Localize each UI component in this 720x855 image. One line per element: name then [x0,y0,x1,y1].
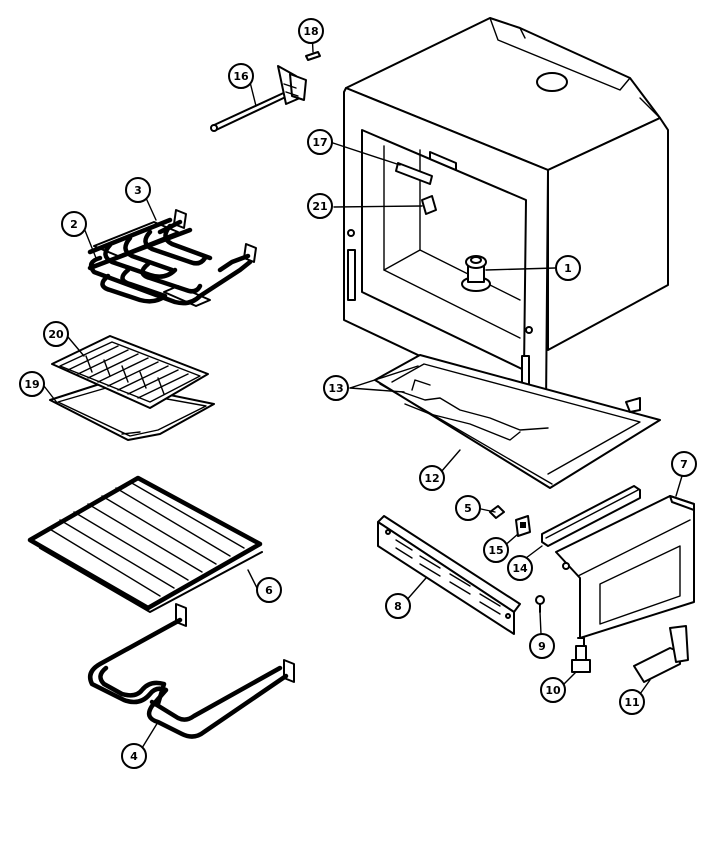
callout-4: 4 [121,743,147,769]
svg-text:11: 11 [624,696,639,709]
svg-text:6: 6 [265,584,273,597]
svg-text:9: 9 [538,640,546,653]
callout-15: 15 [483,537,509,563]
svg-text:15: 15 [488,544,503,557]
oven-rack [27,475,263,613]
svg-text:7: 7 [680,458,688,471]
svg-text:16: 16 [233,70,249,83]
callout-2: 2 [61,211,87,237]
callout-3: 3 [125,177,151,203]
callout-10: 10 [540,677,566,703]
svg-text:18: 18 [303,25,318,38]
svg-text:17: 17 [312,136,327,149]
thermostat-bracket [210,51,321,132]
svg-text:5: 5 [464,502,472,515]
svg-text:8: 8 [394,600,402,613]
callout-12: 12 [419,465,445,491]
screw-small [535,595,545,613]
callout-14: 14 [507,555,533,581]
callout-21: 21 [307,193,333,219]
callout-1: 1 [555,255,581,281]
oven-cavity [343,17,669,411]
callout-16: 16 [228,63,254,89]
callout-9: 9 [529,633,555,659]
callout-20: 20 [43,321,69,347]
support-rail [541,485,641,547]
svg-text:21: 21 [312,200,327,213]
svg-text:13: 13 [328,382,343,395]
svg-text:1: 1 [564,262,572,275]
callout-7: 7 [671,451,697,477]
callout-5: 5 [455,495,481,521]
broiler-pan-grid [51,335,209,409]
bake-element [88,603,295,739]
broil-element [87,209,257,307]
clip [515,515,531,537]
svg-text:4: 4 [130,750,138,763]
svg-text:2: 2 [70,218,78,231]
svg-text:12: 12 [424,472,439,485]
rear-bracket [377,515,521,635]
callout-18: 18 [298,18,324,44]
drawer-frame [555,495,695,639]
callout-17: 17 [307,129,333,155]
leveling-leg [571,637,591,673]
svg-text:10: 10 [545,684,561,697]
svg-text:20: 20 [48,328,64,341]
leg-bracket [633,625,689,683]
callout-19: 19 [19,371,45,397]
svg-text:3: 3 [134,184,142,197]
screw [489,505,505,519]
svg-text:14: 14 [512,562,528,575]
svg-text:19: 19 [24,378,39,391]
callout-11: 11 [619,689,645,715]
oven-bottom-panel [374,354,661,489]
callout-13: 13 [323,375,349,401]
callout-6: 6 [256,577,282,603]
callout-8: 8 [385,593,411,619]
